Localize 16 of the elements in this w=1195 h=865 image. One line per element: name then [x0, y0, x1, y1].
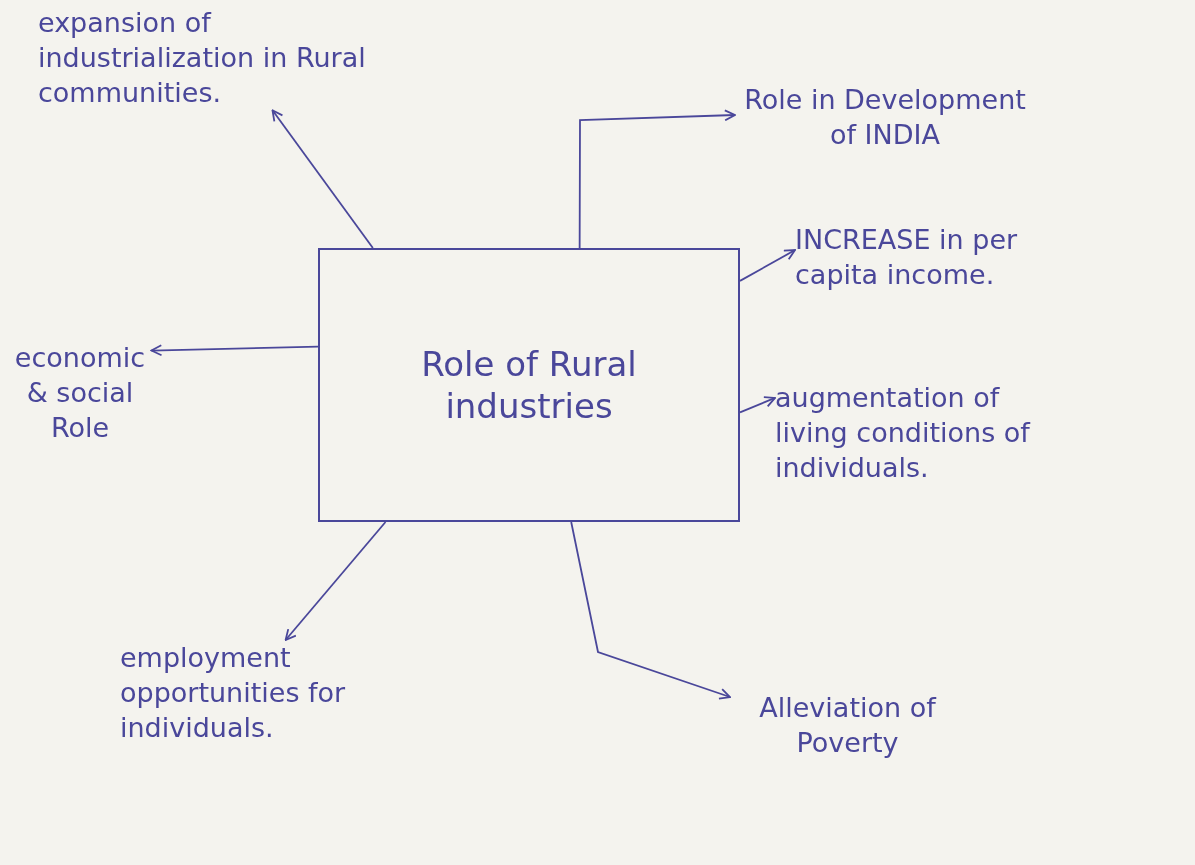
node-text: Role in Development of INDIA [743, 83, 1027, 153]
node-text: employment opportunities for individuals. [120, 641, 347, 746]
node-text: economic & social Role [13, 341, 147, 446]
node-text: expansion of industrialization in Rural communities. [38, 6, 367, 111]
node-text: INCREASE in per capita income. [795, 223, 1019, 293]
arrow [150, 344, 319, 357]
arrow [578, 109, 736, 249]
process-box [318, 248, 740, 522]
node-text: Alleviation of Poverty [758, 691, 938, 761]
arrow [739, 396, 776, 414]
arrow [271, 109, 374, 249]
arrow [739, 249, 796, 282]
node-text: augmentation of living conditions of individuals. [775, 381, 1032, 486]
node-text: Role of Rural industries [420, 342, 638, 428]
arrow [570, 521, 731, 700]
arrow [284, 521, 387, 641]
